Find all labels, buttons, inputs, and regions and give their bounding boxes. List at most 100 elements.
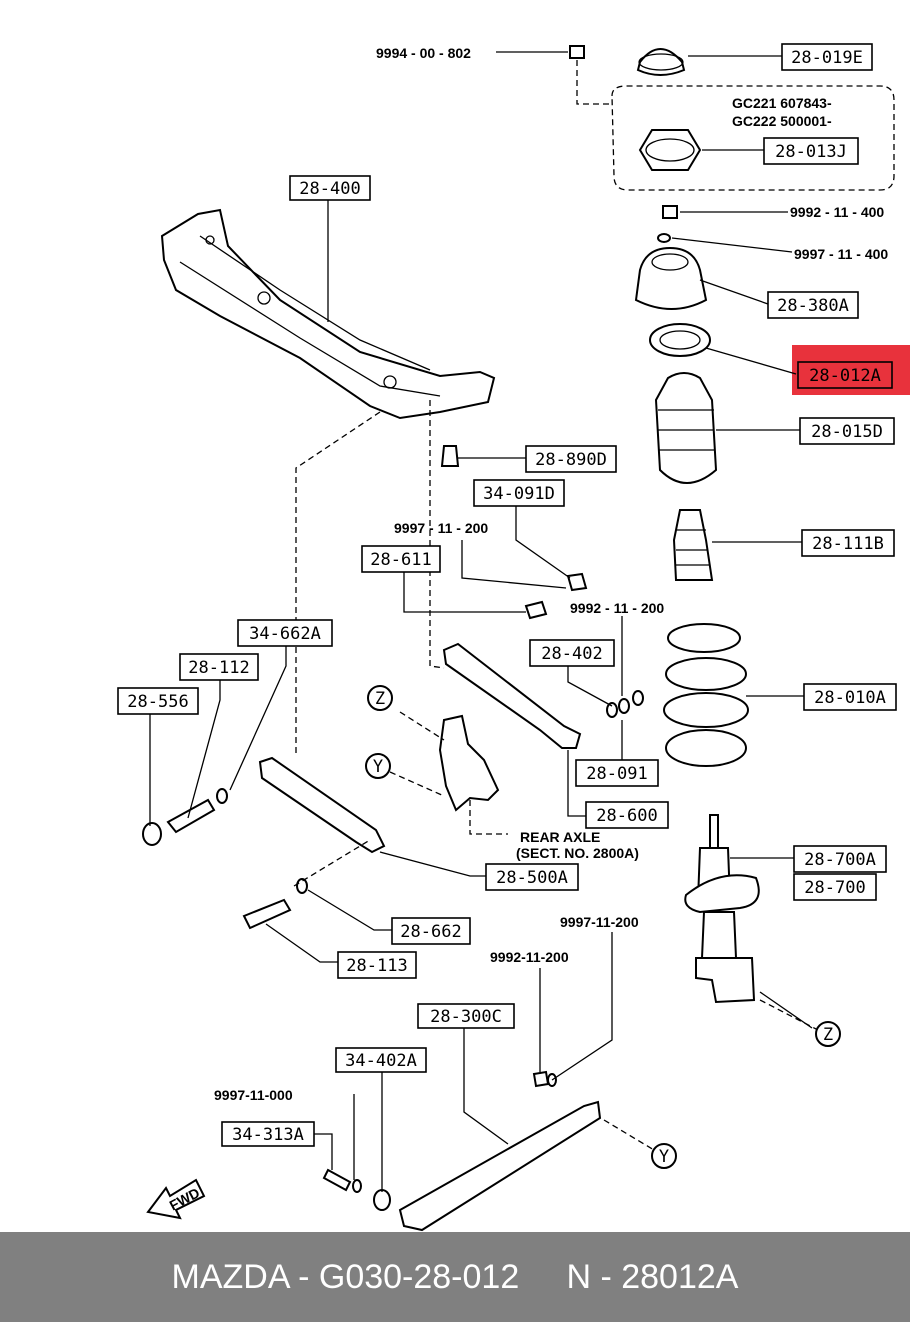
- part-number-9992-11-200: 9992 - 11 - 200: [570, 600, 664, 616]
- svg-text:34-091D: 34-091D: [483, 484, 555, 504]
- part-number-9997-11-200: 9997 - 11 - 200: [394, 520, 488, 536]
- part-number-9997-11-400: 9997 - 11 - 400: [794, 246, 888, 262]
- svg-text:28-380A: 28-380A: [777, 296, 849, 316]
- callout-28-600: 28-600: [585, 801, 669, 829]
- callout-34-091D: 34-091D: [473, 479, 565, 507]
- bolt-28-113: [242, 898, 292, 930]
- part-number-9992-11-200-lower: 9992-11-200: [490, 949, 569, 965]
- fwd-arrow-icon: [146, 1178, 206, 1220]
- serial-range-1: GC221 607843-: [732, 95, 832, 111]
- callout-28-015D: 28-015D: [799, 417, 895, 445]
- svg-text:28-113: 28-113: [346, 956, 407, 976]
- svg-text:Z: Z: [375, 689, 385, 709]
- ref-circle-z-upper: Z: [367, 685, 393, 711]
- serial-range-group: [611, 85, 895, 191]
- shock-absorber-part: [684, 814, 760, 1004]
- highlight-box: [792, 345, 910, 395]
- serial-range-2: GC222 500001-: [732, 113, 832, 129]
- bushing-28-890D: [440, 445, 460, 467]
- callout-28-700: 28-700: [793, 873, 877, 901]
- svg-text:28-111B: 28-111B: [812, 534, 884, 554]
- svg-text:28-091: 28-091: [586, 764, 647, 784]
- svg-text:28-890D: 28-890D: [535, 450, 607, 470]
- callout-28-556: 28-556: [117, 687, 199, 715]
- callout-28-890D: 28-890D: [525, 445, 617, 473]
- svg-text:28-500A: 28-500A: [496, 868, 568, 888]
- callout-28-402: 28-402: [529, 639, 615, 667]
- nut-9994: [569, 45, 585, 59]
- callout-28-112: 28-112: [179, 653, 259, 681]
- mount-plate-part: [638, 129, 702, 171]
- trailing-link-part: [258, 756, 386, 854]
- svg-text:Z: Z: [823, 1025, 833, 1045]
- nut-9992-400: [662, 205, 678, 219]
- exploded-parts-diagram: 28-019E 28-013J 28-380A 28-012A 28-015D …: [117, 43, 910, 1232]
- dust-boot-part: [654, 372, 718, 484]
- svg-text:28-700: 28-700: [804, 878, 865, 898]
- svg-text:34-662A: 34-662A: [249, 624, 321, 644]
- callout-28-019E: 28-019E: [781, 43, 873, 71]
- svg-text:28-662: 28-662: [400, 922, 461, 942]
- rear-axle-note: REAR AXLE: [520, 829, 600, 845]
- washer-28-662: [296, 878, 308, 894]
- callout-28-380A: 28-380A: [767, 291, 859, 319]
- svg-text:28-400: 28-400: [299, 179, 360, 199]
- lower-arm-part: [398, 1100, 602, 1232]
- svg-text:28-013J: 28-013J: [775, 142, 847, 162]
- callout-28-300C: 28-300C: [417, 1003, 515, 1029]
- part-number-9992-11-400: 9992 - 11 - 400: [790, 204, 884, 220]
- washer-28-556: [142, 822, 162, 846]
- callout-28-111B: 28-111B: [801, 529, 895, 557]
- svg-text:28-556: 28-556: [127, 692, 188, 712]
- footer-bar: MAZDA - G030-28-012 N - 28012A: [0, 1232, 910, 1322]
- footer-part-text: MAZDA - G030-28-012 N - 28012A: [171, 1257, 739, 1296]
- svg-text:28-010A: 28-010A: [814, 688, 886, 708]
- nuts-9992-9997-200: [532, 1070, 557, 1088]
- svg-text:28-600: 28-600: [596, 806, 657, 826]
- rear-axle-section-note: (SECT. NO. 2800A): [516, 845, 639, 861]
- strut-mount-part: [634, 246, 708, 310]
- svg-text:28-611: 28-611: [370, 550, 431, 570]
- svg-text:28-402: 28-402: [541, 644, 602, 664]
- callout-28-700A: 28-700A: [793, 845, 887, 873]
- svg-text:28-015D: 28-015D: [811, 422, 883, 442]
- callout-28-091: 28-091: [575, 759, 659, 787]
- nut-9997-200: [566, 572, 588, 592]
- svg-text:28-112: 28-112: [188, 658, 249, 678]
- callout-28-500A: 28-500A: [485, 863, 579, 891]
- knuckle-part: [438, 714, 500, 812]
- bearing-ring-part: [649, 323, 711, 357]
- crossmember-part: [160, 208, 496, 420]
- callout-28-010A: 28-010A: [803, 683, 897, 711]
- top-cap-part: [636, 48, 686, 76]
- callout-28-013J: 28-013J: [763, 137, 859, 165]
- svg-text:28-700A: 28-700A: [804, 850, 876, 870]
- part-number-9997-11-000: 9997-11-000: [214, 1087, 293, 1103]
- bump-stop-part: [672, 509, 714, 581]
- ref-circle-y-lower: Y: [651, 1143, 677, 1169]
- svg-text:34-402A: 34-402A: [345, 1051, 417, 1071]
- svg-text:Y: Y: [373, 757, 383, 777]
- svg-text:Y: Y: [659, 1147, 669, 1167]
- callout-28-662: 28-662: [391, 917, 471, 945]
- ref-circle-z-lower: Z: [815, 1021, 841, 1047]
- bolt-34-313A: [322, 1168, 362, 1193]
- callout-28-611: 28-611: [361, 545, 441, 573]
- callout-34-662A: 34-662A: [237, 619, 333, 647]
- svg-text:28-012A: 28-012A: [809, 366, 881, 386]
- coil-spring-part: [663, 623, 749, 767]
- bolt-28-611: [524, 600, 548, 620]
- svg-text:34-313A: 34-313A: [232, 1125, 304, 1145]
- callout-34-402A: 34-402A: [335, 1047, 427, 1073]
- ref-circle-y-upper: Y: [365, 753, 391, 779]
- svg-text:28-300C: 28-300C: [430, 1007, 502, 1027]
- part-number-9997-11-200-lower: 9997-11-200: [560, 914, 639, 930]
- washer-9997-400: [657, 233, 671, 243]
- lateral-link-part: [442, 642, 582, 749]
- callout-28-113: 28-113: [337, 951, 417, 979]
- callout-34-313A: 34-313A: [221, 1121, 315, 1147]
- washer-34-402A: [373, 1189, 391, 1211]
- part-number-9994-00-802: 9994 - 00 - 802: [376, 45, 471, 61]
- callout-28-400: 28-400: [289, 175, 371, 201]
